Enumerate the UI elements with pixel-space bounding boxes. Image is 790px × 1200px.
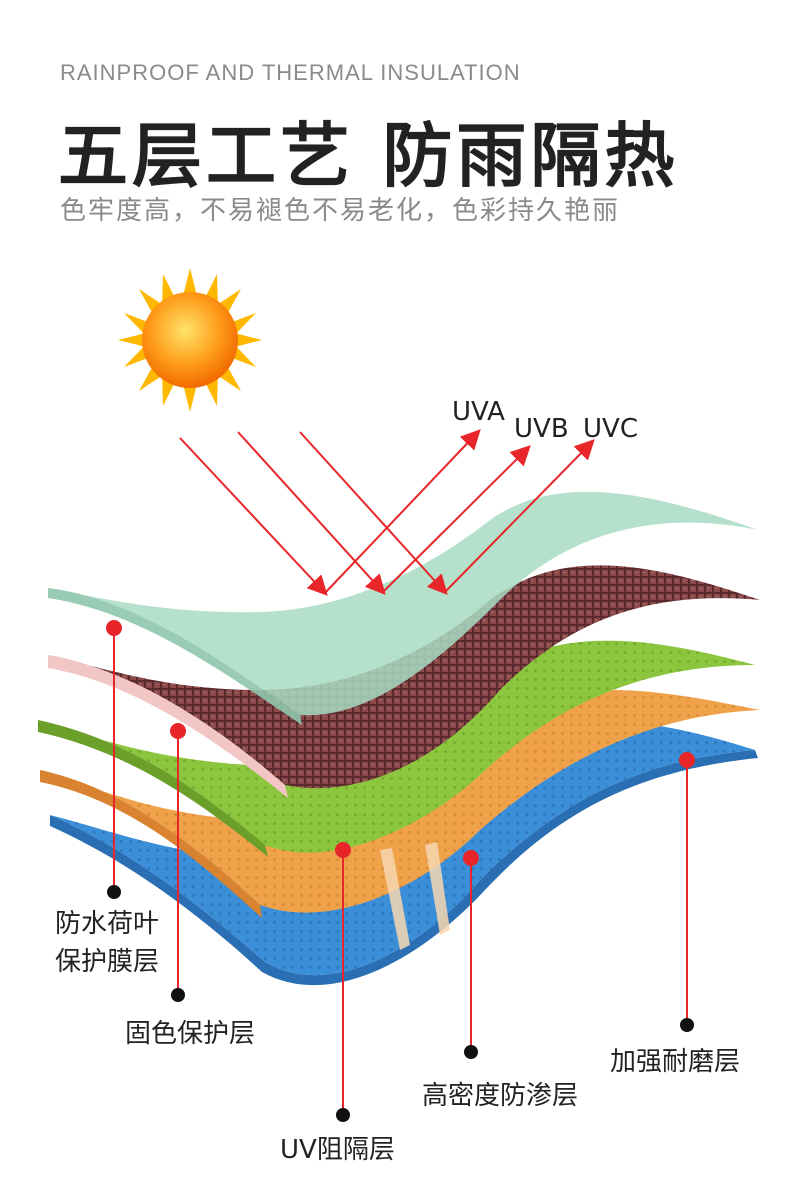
layer-blue: [50, 750, 758, 986]
label-wear-resistant: 加强耐磨层: [610, 1047, 740, 1077]
uv-rays: [179, 429, 595, 596]
label-color-fix: 固色保护层: [125, 1019, 255, 1049]
headline: 五层工艺 防雨隔热: [58, 115, 679, 197]
label-waterproof-line2: 保护膜层: [55, 947, 159, 977]
callout-red-dots: [106, 620, 695, 866]
callout-lines: [113, 628, 688, 1115]
uva-label: UVA: [452, 397, 505, 427]
callout-black-dots: [107, 885, 694, 1122]
sun-icon: [118, 268, 262, 412]
label-high-density: 高密度防渗层: [422, 1081, 578, 1111]
subtitle-english: RAINPROOF AND THERMAL INSULATION: [60, 60, 521, 85]
layer-mint: [48, 491, 758, 716]
label-uv-barrier: UV阻隔层: [280, 1135, 395, 1165]
uvc-label: UVC: [583, 414, 638, 444]
uvb-label: UVB: [514, 414, 569, 444]
label-waterproof-line1: 防水荷叶: [55, 909, 159, 939]
tagline: 色牢度高，不易褪色不易老化，色彩持久艳丽: [60, 196, 621, 226]
